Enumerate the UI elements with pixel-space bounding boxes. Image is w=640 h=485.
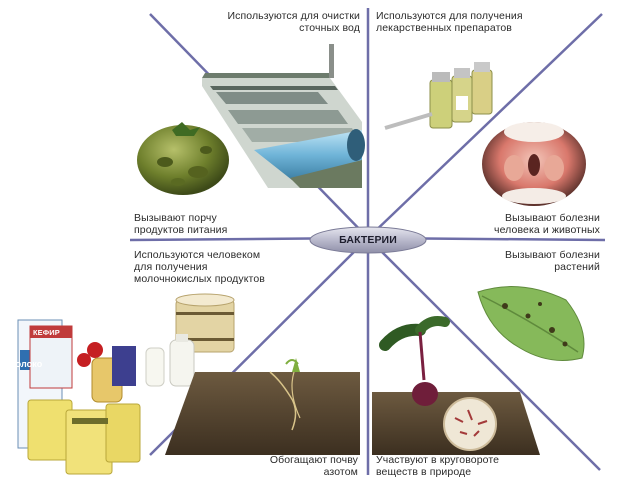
diseased-leaf-image	[477, 286, 585, 361]
spoke-upper-right	[367, 13, 603, 239]
spoiled-tomato-image	[137, 122, 229, 195]
center-node	[309, 226, 427, 254]
caption-soil-nitrogen: Обогащают почву азотом	[269, 454, 358, 478]
sewage-treatment-image	[202, 44, 365, 188]
caption-nutrient-cycle: Участвуют в круговороте веществ в природ…	[376, 454, 500, 478]
milk-carton-label: Молоко	[8, 359, 43, 369]
caption-medicines: Используются для получения лекарственных…	[376, 10, 523, 34]
caption-sewage-treatment: Используются для очистки сточных вод	[227, 10, 360, 34]
caption-plant-disease: Вызывают болезни растений	[504, 249, 600, 273]
caption-human-animal-disease: Вызывают болезни человека и животных	[494, 212, 600, 236]
caption-dairy-products: Используются человеком для получения мол…	[134, 249, 265, 285]
beet-nutrient-cycle-image	[372, 316, 540, 455]
dairy-barrel-image	[145, 293, 235, 387]
soil-nitrogen-image	[165, 358, 360, 455]
spoke-lower-right	[367, 237, 601, 471]
dairy-products-collage	[17, 319, 141, 475]
medicine-vials-image	[384, 62, 493, 130]
center-label: БАКТЕРИИ	[339, 234, 397, 246]
kefir-carton-label: КЕФИР	[33, 328, 60, 337]
infected-throat-image	[482, 122, 586, 206]
caption-food-spoilage: Вызывают порчу продуктов питания	[134, 212, 228, 236]
